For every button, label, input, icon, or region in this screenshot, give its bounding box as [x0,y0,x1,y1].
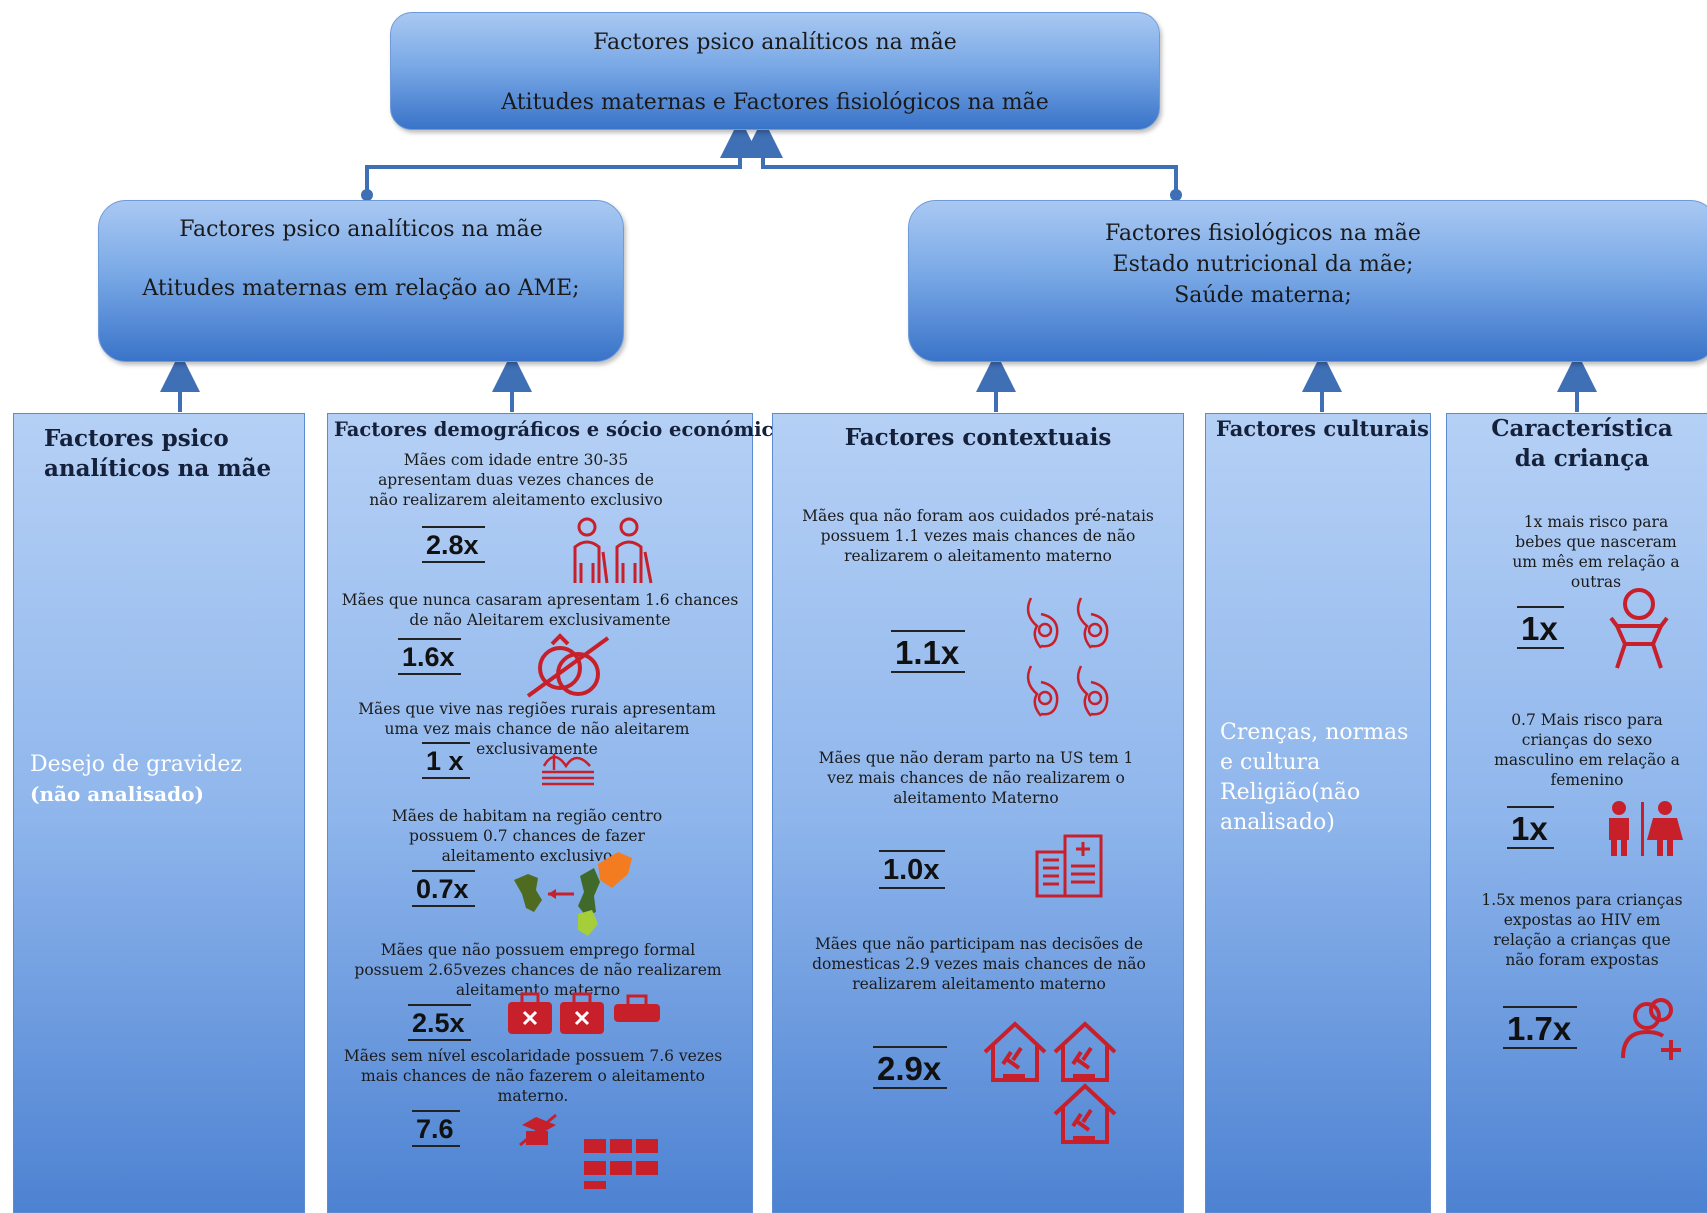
column-crianca-title: Característica da criança [1491,415,1673,472]
demo-item-1-text: Mães com idade entre 30-35 apresentam du… [369,451,663,509]
pregnant-icon [1026,597,1109,717]
demo-item-3-stat: 1 x [422,742,470,779]
child-item-1-text: 1x mais risco para bebes que nasceram um… [1512,513,1680,591]
context-item-1-text: Mães qua não foram aos cuidados pré-nata… [802,507,1154,565]
demo-item-4-text: Mães de habitam na região centro possuem… [391,807,663,865]
context-item-2-stat: 1.0x [879,850,946,889]
rural-icon [542,754,594,786]
column-culturais-title: Factores culturais [1216,416,1429,441]
column-culturais-body: Crenças, normas e cultura Religião(não a… [1220,720,1409,835]
column-psico: Factores psico analíticos na mãe Desejo … [13,413,305,1213]
demo-item-5-stat: 2.5x [408,1004,471,1041]
top-header-line1: Factores psico analíticos na mãe [593,30,957,55]
demo-item-2-text: Mães que nunca casaram apresentam 1.6 ch… [341,591,739,629]
gender-icon [1609,801,1683,856]
column-contextuais: Factores contextuais Mães qua não foram … [772,413,1184,1213]
child-item-2-stat: 1x [1507,806,1554,849]
demo-item-3-text: Mães que vive nas regiões rurais apresen… [358,700,716,758]
child-item-3-text: 1.5x menos para crianças expostas ao HIV… [1481,891,1683,969]
left-header-line1: Factores psico analíticos na mãe [179,217,543,242]
column-crianca: Característica da criança 1x mais risco … [1446,413,1707,1213]
add-person-icon [1621,998,1681,1060]
baby-icon [1609,588,1669,669]
demo-item-1-stat: 2.8x [422,526,485,563]
context-item-1-stat: 1.1x [891,630,966,673]
elderly-couple-icon [573,517,653,584]
child-item-2-text: 0.7 Mais risco para crianças do sexo mas… [1494,711,1680,789]
demo-item-6-stat: 7.6 [412,1110,460,1147]
child-item-3-stat: 1.7x [1503,1006,1578,1049]
house-gavel-icon [983,1021,1117,1144]
context-item-3-stat: 2.9x [873,1046,948,1089]
column-psico-body1: Desejo de gravidez [30,752,242,777]
demo-item-2-stat: 1.6x [398,638,461,675]
column-demograficos-title: Factores demográficos e sócio económicos [334,418,798,441]
demo-item-5-text: Mães que não possuem emprego formal poss… [354,941,722,999]
hospital-icon [1035,834,1103,898]
map-icon [514,852,632,936]
context-item-3-text: Mães que não participam nas decisões de … [812,935,1146,993]
demo-item-4-stat: 0.7x [412,870,475,907]
top-header-box: Factores psico analíticos na mãe Atitude… [390,12,1160,130]
top-header-line2: Atitudes maternas e Factores fisiológico… [501,90,1049,115]
column-culturais: Factores culturais Crenças, normas e cul… [1205,413,1431,1213]
briefcase-icon [508,992,660,1034]
left-header-line2: Atitudes maternas em relação ao AME; [142,276,580,301]
right-header-box: Factores fisiológicos na mãe Estado nutr… [908,200,1707,362]
column-demograficos: Factores demográficos e sócio económicos… [327,413,797,1213]
right-header-line3: Saúde materna; [1174,283,1352,308]
child-item-1-stat: 1x [1517,606,1564,649]
column-psico-body2: (não analisado) [30,782,204,806]
left-header-box: Factores psico analíticos na mãe Atitude… [98,200,624,362]
right-header-line1: Factores fisiológicos na mãe [1105,221,1421,246]
column-contextuais-title: Factores contextuais [844,424,1112,451]
no-rings-icon [526,633,610,698]
column-psico-title: Factores psico analíticos na mãe [44,425,272,482]
education-icon [519,1113,658,1189]
right-header-line2: Estado nutricional da mãe; [1112,252,1414,277]
context-item-2-text: Mães que não deram parto na US tem 1 vez… [818,749,1134,807]
demo-item-6-text: Mães sem nível escolaridade possuem 7.6 … [343,1047,723,1105]
